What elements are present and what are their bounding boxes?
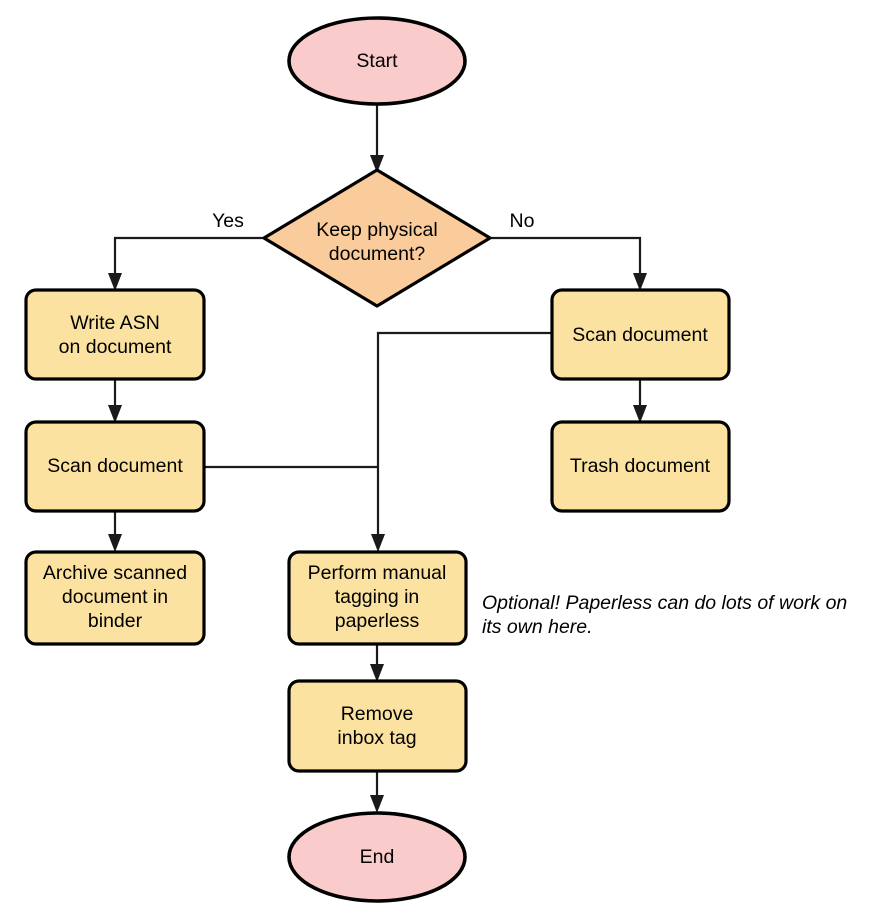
node-scan-document-right-label: Scan document (572, 324, 708, 346)
arrow-head-icon (633, 405, 647, 423)
node-decision-label-line1: Keep physical (316, 219, 437, 241)
arrow-head-icon (370, 795, 384, 813)
connector-start-to-decision (370, 104, 384, 173)
annotation-note: Optional! Paperless can do lots of work … (482, 592, 847, 638)
arrow-head-icon (108, 534, 122, 552)
arrow-head-icon (108, 405, 122, 423)
archive-box-shape (24, 550, 206, 646)
node-start-label: Start (356, 50, 398, 72)
write-asn-box-shape (24, 288, 206, 381)
arrow-head-icon (370, 664, 384, 682)
node-remove-tag-label-line2: inbox tag (337, 727, 416, 749)
node-archive-label-line3: binder (88, 610, 143, 632)
connector-tagging-to-remove-tag (370, 643, 384, 682)
connector-write-asn-to-scan-left (108, 379, 122, 423)
node-archive-scanned-document[interactable]: Archive scanned document in binder (24, 550, 206, 646)
connector-remove-tag-to-end (370, 771, 384, 813)
connector-scan-right-to-tagging (371, 331, 552, 552)
node-archive-label-line1: Archive scanned (43, 562, 187, 584)
trash-document-box-shape (550, 420, 731, 513)
node-write-asn-label-line1: Write ASN (70, 312, 160, 334)
node-scan-document-left-label: Scan document (47, 455, 183, 477)
arrow-head-icon (371, 534, 385, 552)
decision-diamond-shape (262, 168, 492, 308)
annotation-line1: Optional! Paperless can do lots of work … (482, 592, 847, 614)
node-scan-document-left[interactable]: Scan document (24, 420, 206, 513)
connector-decision-no-to-scan-right (491, 236, 647, 291)
scan-document-right-box-shape (550, 288, 731, 381)
node-tagging-label-line3: paperless (335, 610, 420, 632)
node-remove-inbox-tag[interactable]: Remove inbox tag (287, 679, 468, 773)
node-end-label: End (360, 846, 395, 868)
connector-scan-right-to-trash (633, 379, 647, 423)
node-end[interactable]: End (287, 811, 467, 903)
edge-label-no: No (510, 210, 535, 232)
tagging-box-shape (287, 550, 468, 646)
arrow-head-icon (108, 273, 122, 291)
remove-inbox-tag-box-shape (287, 679, 468, 773)
node-perform-manual-tagging[interactable]: Perform manual tagging in paperless (287, 550, 468, 646)
node-archive-label-line2: document in (62, 586, 168, 608)
node-remove-tag-label-line1: Remove (341, 703, 414, 725)
connector-scan-left-to-archive (108, 511, 122, 552)
node-tagging-label-line1: Perform manual (308, 562, 447, 584)
scan-document-left-box-shape (24, 420, 206, 513)
start-ellipse-shape (287, 16, 467, 106)
node-write-asn-on-document[interactable]: Write ASN on document (24, 288, 206, 381)
node-decision-label-line2: document? (329, 243, 426, 265)
node-trash-document-label: Trash document (570, 455, 711, 477)
node-decision-keep-physical-document[interactable]: Keep physical document? (262, 168, 492, 308)
end-ellipse-shape (287, 811, 467, 903)
annotation-line2: its own here. (482, 616, 593, 638)
node-tagging-label-line2: tagging in (335, 586, 420, 608)
arrow-head-icon (633, 273, 647, 291)
node-write-asn-label-line2: on document (59, 336, 172, 358)
arrow-head-icon (370, 155, 384, 173)
node-trash-document[interactable]: Trash document (550, 420, 731, 513)
edge-label-yes: Yes (212, 210, 244, 232)
connector-decision-yes-to-write-asn (108, 236, 264, 291)
node-scan-document-right[interactable]: Scan document (550, 288, 731, 381)
node-start[interactable]: Start (287, 16, 467, 106)
